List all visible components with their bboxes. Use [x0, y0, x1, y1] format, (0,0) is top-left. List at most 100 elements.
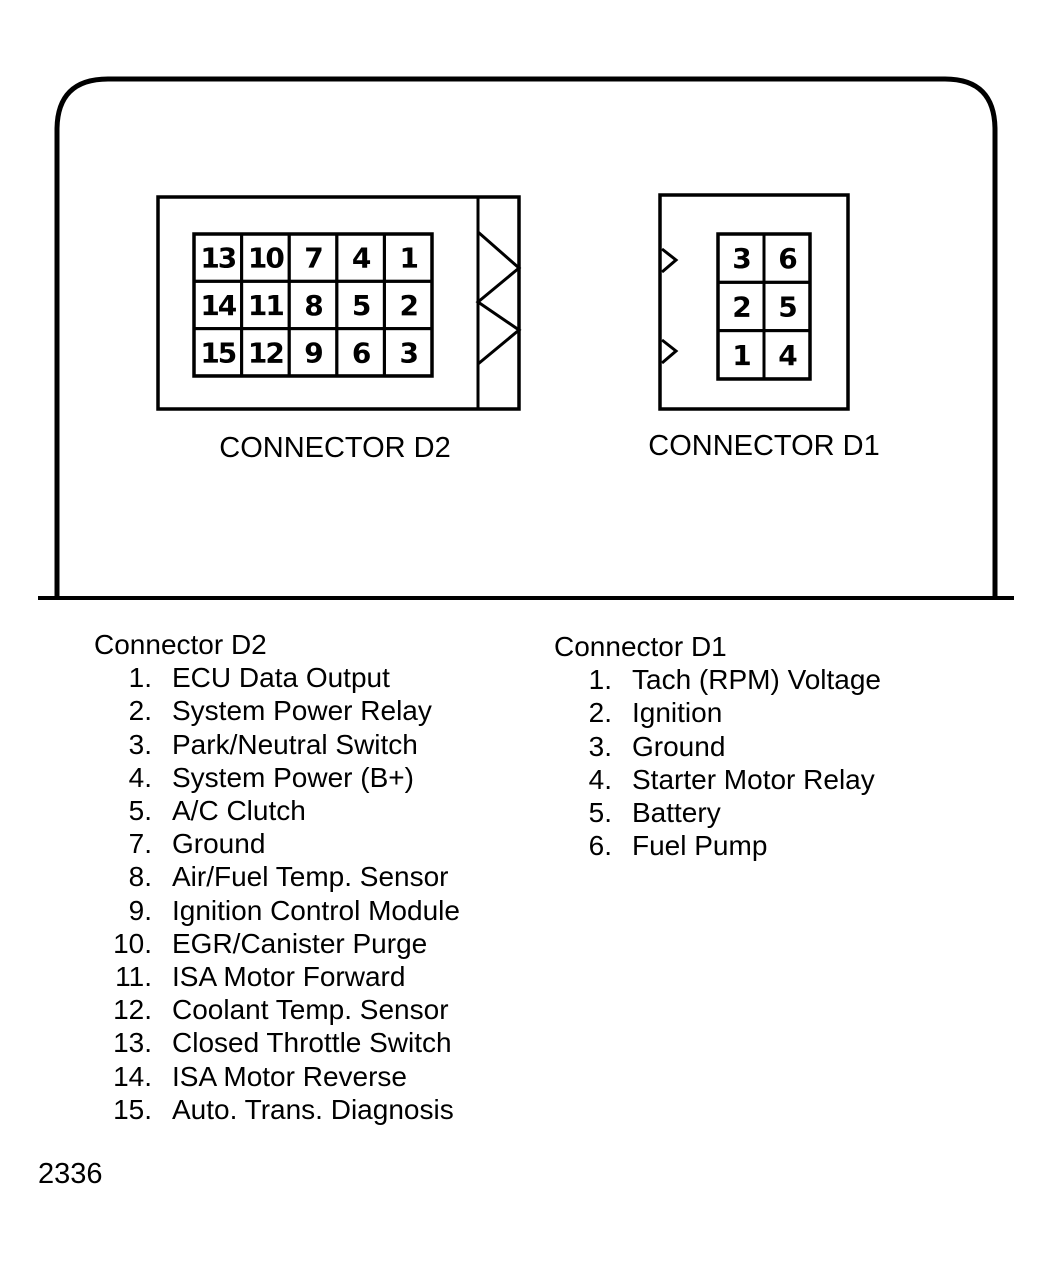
connector-d2-pin-number: 9	[304, 336, 322, 369]
legend-d2-item: 13. Closed Throttle Switch	[94, 1026, 460, 1059]
connector-d2-pin-number: 6	[352, 336, 370, 369]
legend-d2-item-label: Ignition Control Module	[172, 894, 460, 926]
connector-d1-key-lower	[661, 338, 679, 365]
legend-d1-item: 2. Ignition	[554, 696, 881, 729]
legend-d1-item: 3. Ground	[554, 730, 881, 763]
connector-d1-pin-cell	[762, 329, 812, 381]
legend-d2-item: 3. Park/Neutral Switch	[94, 728, 460, 761]
connector-d1-label: CONNECTOR D1	[648, 430, 880, 462]
connector-d2-pin-number: 10	[248, 242, 284, 275]
connector-d2-pin-number: 14	[200, 289, 236, 322]
connector-d2-pin-number: 8	[304, 289, 322, 322]
legend-d1-item-number: 6.	[588, 830, 612, 862]
legend-d1-item-label: Starter Motor Relay	[632, 763, 875, 795]
legend-d2-item-number: 2.	[128, 695, 152, 727]
legend-connector-d2: Connector D2 1. ECU Data Output 2. System P…	[94, 628, 460, 1126]
legend-d2-title: Connector D2	[94, 629, 267, 660]
legend-d2-item: 14. ISA Motor Reverse	[94, 1060, 460, 1093]
connector-d1-body	[658, 193, 850, 411]
legend-d2-item: 1. ECU Data Output	[94, 661, 460, 694]
connector-d1-pin-number: 2	[732, 290, 750, 323]
legend-d2-item-label: System Power (B+)	[172, 761, 414, 793]
legend-d2-item-label: ECU Data Output	[172, 662, 390, 694]
legend-d2-item: 5. A/C Clutch	[94, 794, 460, 827]
connector-d1-pin-number: 5	[778, 290, 796, 323]
legend-d1-item-label: Ignition	[632, 697, 723, 729]
legend-d2-item-label: A/C Clutch	[172, 795, 306, 827]
legend-d2-item: 8.Air/Fuel Temp. Sensor	[94, 860, 460, 893]
connector-d2-latch-zigzag	[475, 230, 522, 366]
legend-d1-item: 6. Fuel Pump	[554, 829, 881, 862]
connector-d2-pin-cell	[382, 327, 434, 378]
legend-d2-item-number: 4.	[128, 761, 152, 793]
ecu-housing-outline	[54, 76, 998, 596]
legend-d1-item: 4. Starter Motor Relay	[554, 763, 881, 796]
legend-d2-item: 11. ISA Motor Forward	[94, 960, 460, 993]
connector-d2-pin-number: 12	[248, 336, 283, 369]
legend-d2-item-label: Coolant Temp. Sensor	[172, 994, 449, 1026]
legend-d2-item: 15. Auto. Trans. Diagnosis	[94, 1093, 460, 1126]
connector-d2-pin-number: 1	[399, 242, 417, 275]
connector-d2-pin-number: 3	[399, 336, 417, 369]
connector-d2-pin-number: 5	[352, 289, 370, 322]
connector-d2-pin-number: 7	[304, 242, 322, 275]
legend-d2-item-number: 14.	[113, 1060, 152, 1092]
connector-d1-pin-number: 6	[778, 242, 796, 275]
connector-d2-pin-number: 2	[399, 289, 417, 322]
connector-d2-pin-number: 13	[200, 242, 235, 275]
legend-d2-item-number: 5.	[128, 795, 152, 827]
legend-d1-item-label: Ground	[632, 730, 726, 762]
legend-connector-d1: Connector D1 1. Tach (RPM) Voltage 2. Ignit…	[554, 630, 881, 862]
connector-d1-pin-number: 4	[778, 339, 797, 372]
legend-d2-item-number: 10.	[113, 927, 152, 959]
connector-d1-key-upper	[661, 247, 679, 274]
legend-d2-item-label: System Power Relay	[172, 695, 432, 727]
legend-d2-item-number: 8.	[128, 861, 152, 893]
legend-d1-item-number: 4.	[588, 763, 612, 795]
legend-d2-item-number: 1.	[128, 662, 152, 694]
legend-d2-item-number: 9.	[128, 894, 152, 926]
connector-d1-pin-number: 1	[732, 339, 750, 372]
legend-d1-item-number: 3.	[588, 730, 612, 762]
legend-d2-item-label: ISA Motor Forward	[172, 961, 406, 993]
legend-d1-item-number: 5.	[588, 797, 612, 829]
legend-d2-item: 2. System Power Relay	[94, 694, 460, 727]
legend-d1-title: Connector D1	[554, 631, 727, 662]
legend-d1-item-label: Battery	[632, 797, 721, 829]
legend-d2-item-label: EGR/Canister Purge	[172, 927, 428, 959]
legend-d2-item: 7. Ground	[94, 827, 460, 860]
legend-d1-item: 5. Battery	[554, 796, 881, 829]
legend-d1-item-label: Fuel Pump	[632, 830, 768, 862]
legend-d2-item-number: 15.	[113, 1093, 152, 1125]
legend-d1-item-number: 1.	[588, 664, 612, 696]
legend-d2-item: 10. EGR/Canister Purge	[94, 927, 460, 960]
connector-d2-label: CONNECTOR D2	[219, 432, 451, 464]
legend-d2-list: 1. ECU Data Output 2. System Power Relay 3. P…	[94, 661, 460, 1126]
legend-d2-item-number: 3.	[128, 728, 152, 760]
legend-d2-item-label: Auto. Trans. Diagnosis	[172, 1093, 454, 1125]
figure-number: 2336	[38, 1158, 103, 1190]
legend-d1-item-label: Tach (RPM) Voltage	[632, 664, 881, 696]
connector-d2-pin-number: 11	[248, 289, 283, 322]
legend-d1-item-number: 2.	[588, 697, 612, 729]
connector-d2-pin-number: 15	[200, 336, 235, 369]
connector-d1-pin-number: 3	[732, 242, 750, 275]
legend-d1-item: 1. Tach (RPM) Voltage	[554, 663, 881, 696]
legend-d2-item-label: Ground	[172, 828, 266, 860]
legend-d2-item: 9. Ignition Control Module	[94, 894, 460, 927]
connector-d2-pin-number: 4	[352, 242, 371, 275]
legend-d2-item-label: ISA Motor Reverse	[172, 1060, 407, 1092]
legend-d2-item-number: 13.	[113, 1027, 152, 1059]
legend-d2-item-label: Park/Neutral Switch	[172, 728, 418, 760]
legend-d2-item-number: 11.	[115, 961, 152, 993]
legend-d2-item: 4. System Power (B+)	[94, 761, 460, 794]
legend-d2-item-number: 12.	[113, 994, 152, 1026]
legend-d2-item: 12. Coolant Temp. Sensor	[94, 993, 460, 1026]
connector-d2-body	[156, 195, 521, 411]
legend-d2-item-label: Closed Throttle Switch	[172, 1027, 452, 1059]
legend-d2-item-number: 7.	[128, 828, 152, 860]
